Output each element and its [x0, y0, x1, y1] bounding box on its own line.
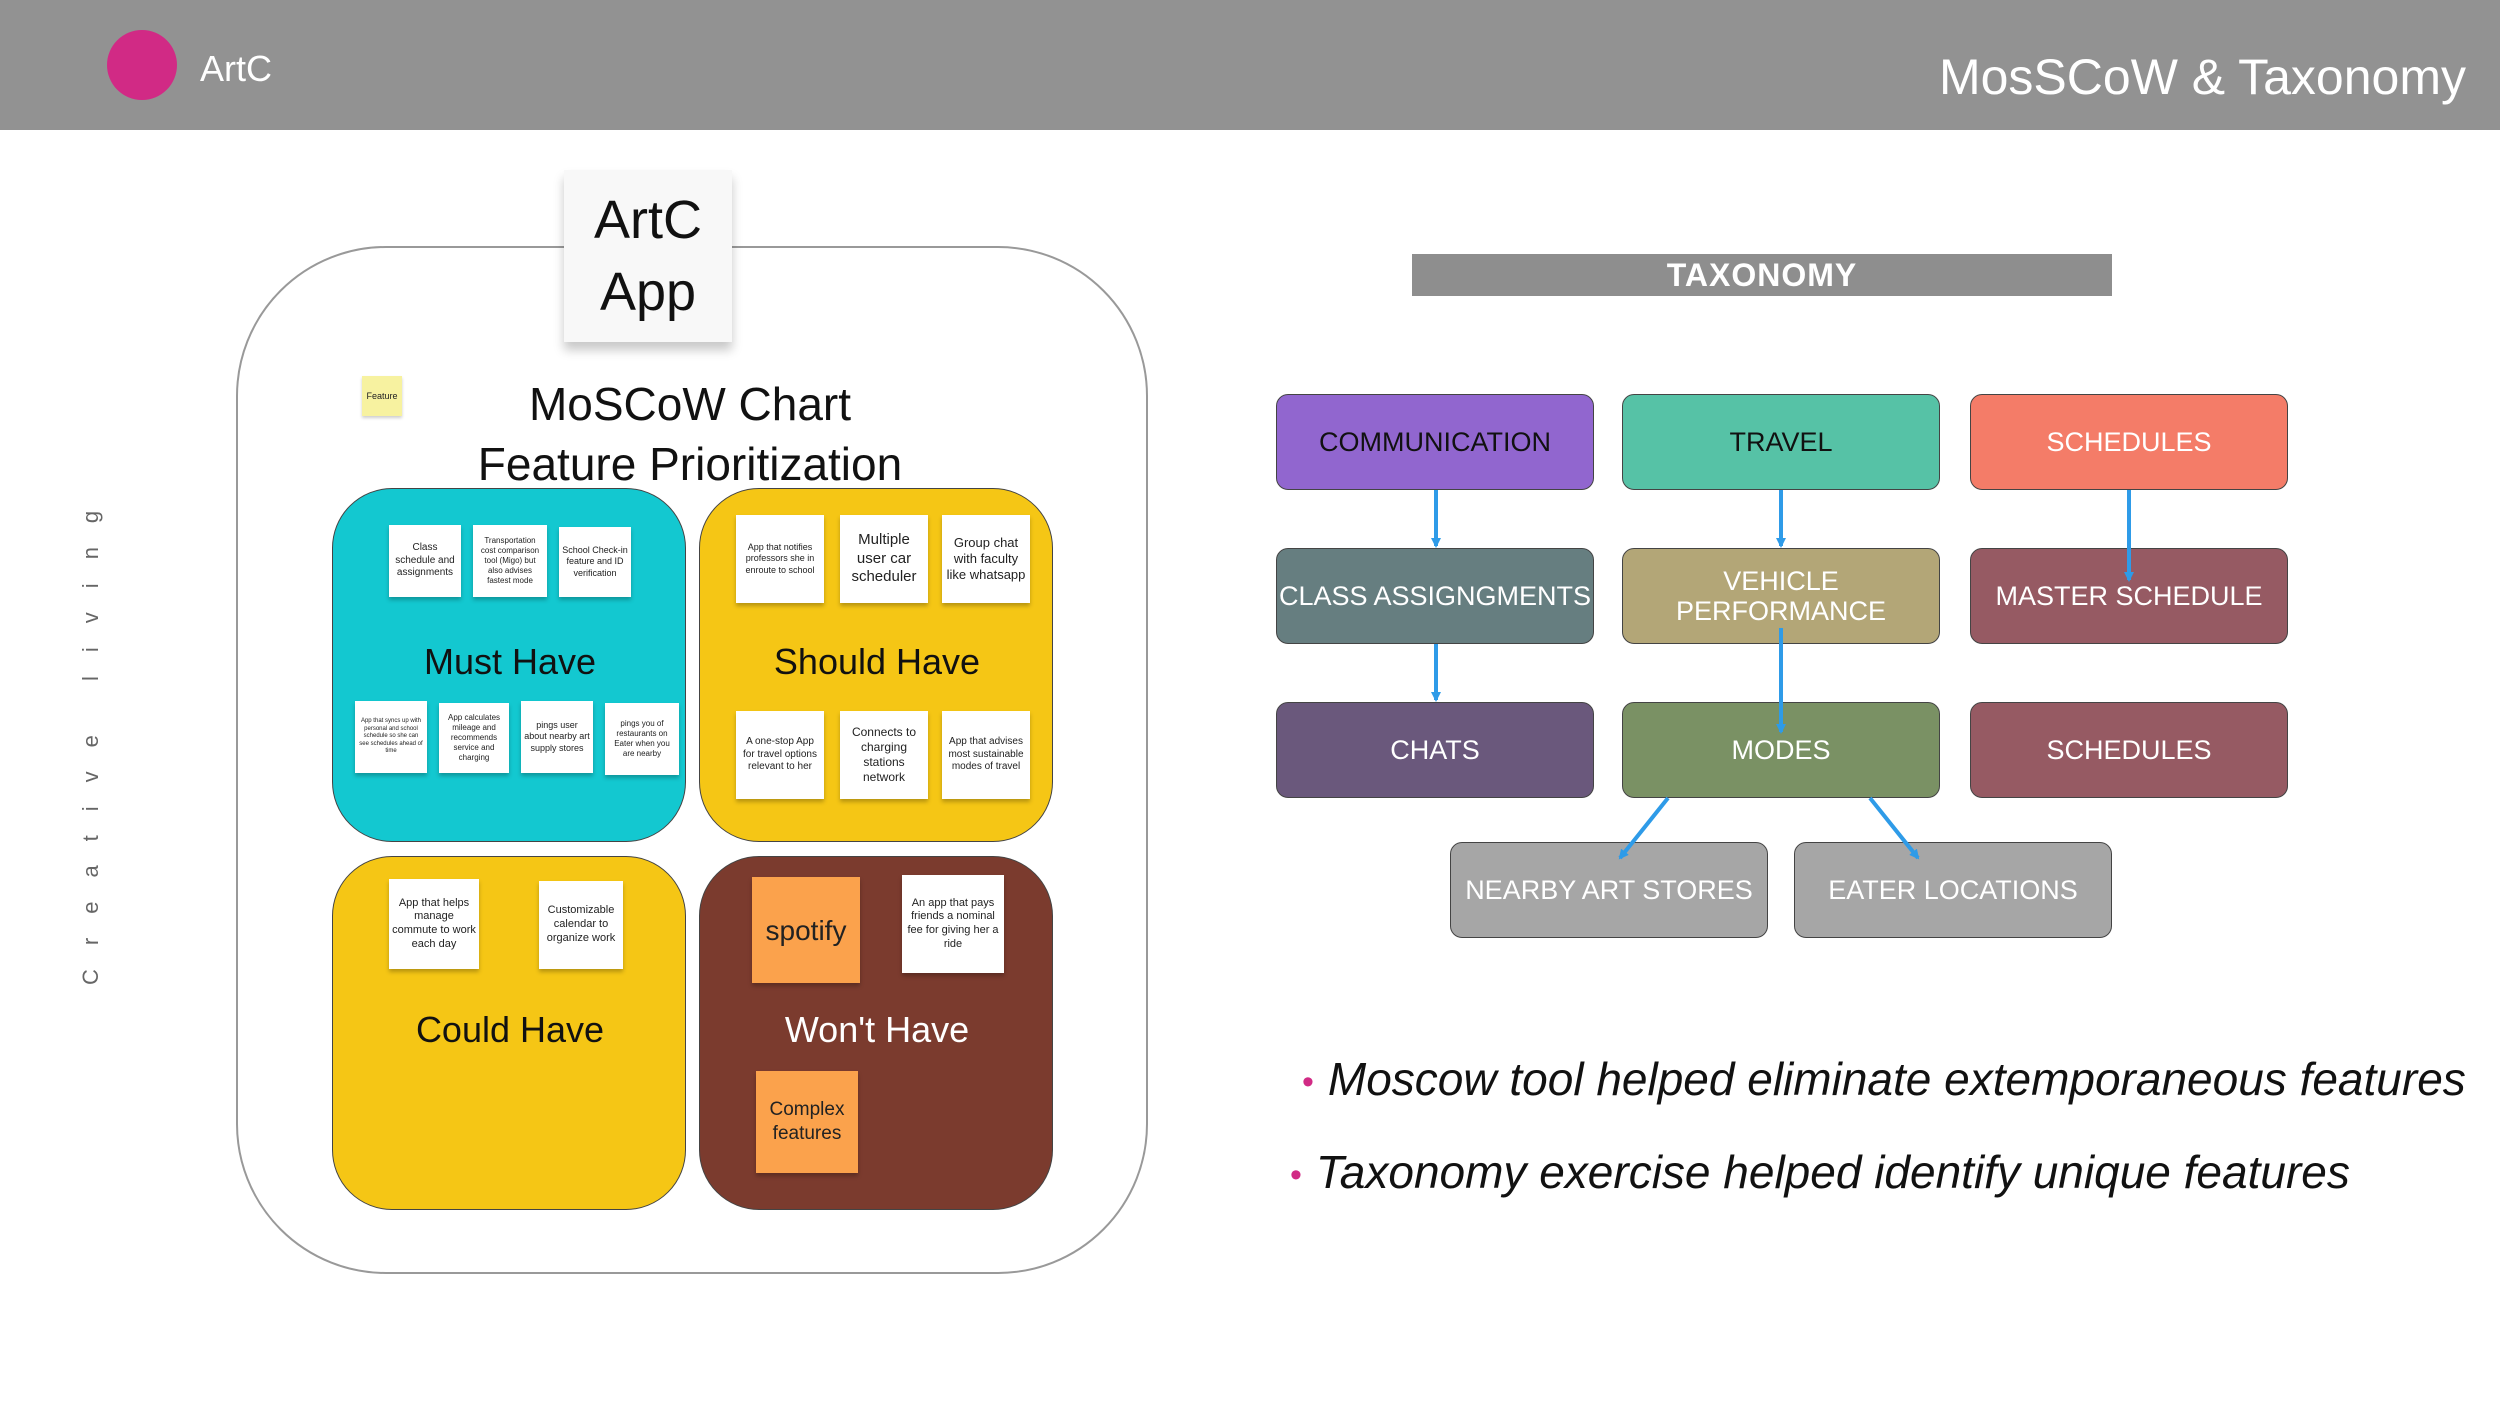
- sticky-note: pings user about nearby art supply store…: [521, 701, 593, 773]
- could-have-label: Could Have: [415, 1009, 605, 1050]
- taxonomy-communication: COMMUNICATION: [1276, 394, 1594, 490]
- brand-logo-dot: [107, 30, 177, 100]
- page-title: MosSCoW & Taxonomy: [1938, 49, 2466, 105]
- app-card-line1: ArtC: [594, 190, 702, 250]
- bullet-point: • Taxonomy exercise helped identify uniqu…: [1290, 1145, 2350, 1199]
- taxonomy-vehicle-performance: VEHICLE PERFORMANCE: [1622, 548, 1940, 644]
- quadrant-should-have: App that notifies professors she in enro…: [699, 488, 1053, 842]
- bullet-text: Moscow tool helped eliminate extemporane…: [1327, 1053, 2466, 1105]
- sticky-note: Multiple user car scheduler: [840, 515, 928, 603]
- moscow-chart-title: MoSCoW Chart Feature Prioritization: [460, 374, 920, 494]
- brand-name: ArtC: [200, 48, 272, 89]
- sticky-note: A one-stop App for travel options releva…: [736, 711, 824, 799]
- top-bar: ArtC MosSCoW & Taxonomy: [0, 0, 2500, 130]
- sticky-note: Connects to charging stations network: [840, 711, 928, 799]
- feature-legend-note: Feature: [362, 376, 402, 416]
- wont-have-label: Won't Have: [784, 1009, 970, 1050]
- connector-modes-eater: [1868, 796, 1920, 860]
- quadrant-could-have: App that helps manage commute to work ea…: [332, 856, 686, 1210]
- sticky-note: App that notifies professors she in enro…: [736, 515, 824, 603]
- bullet-point: • Moscow tool helped eliminate extemporan…: [1302, 1052, 2466, 1106]
- app-card-line2: App: [599, 262, 697, 322]
- sticky-note: Class schedule and assignments: [389, 525, 461, 597]
- sticky-note: spotify: [752, 877, 860, 983]
- quadrant-wont-have: spotify An app that pays friends a nomin…: [699, 856, 1053, 1210]
- taxonomy-schedules-bottom: SCHEDULES: [1970, 702, 2288, 798]
- should-have-label: Should Have: [773, 641, 981, 682]
- sticky-note: Transportation cost comparison tool (Mig…: [473, 525, 547, 597]
- taxonomy-nearby-art-stores: NEARBY ART STORES: [1450, 842, 1768, 938]
- chart-title-line1: MoSCoW Chart: [528, 378, 852, 430]
- sticky-note: App calculates mileage and recommends se…: [439, 703, 509, 773]
- sticky-note: App that helps manage commute to work ea…: [389, 879, 479, 969]
- bullet-text: Taxonomy exercise helped identify unique…: [1315, 1146, 2350, 1198]
- taxonomy-eater-locations: EATER LOCATIONS: [1794, 842, 2112, 938]
- sticky-note: An app that pays friends a nominal fee f…: [902, 875, 1004, 973]
- app-title-card: ArtC App: [564, 170, 732, 342]
- sticky-note: Group chat with faculty like whatsapp: [942, 515, 1030, 603]
- connector-modes-art-stores: [1618, 796, 1670, 860]
- taxonomy-class-assignments: CLASS ASSIGNGMENTS: [1276, 548, 1594, 644]
- bullet-dot-icon: •: [1302, 1063, 1314, 1102]
- sticky-note: App that syncs up with personal and scho…: [355, 701, 427, 773]
- taxonomy-travel: TRAVEL: [1622, 394, 1940, 490]
- sticky-note: Customizable calendar to organize work: [539, 881, 623, 969]
- sticky-note: pings you of restaurants on Eater when y…: [605, 703, 679, 775]
- chart-title-line2: Feature Prioritization: [477, 438, 903, 490]
- sticky-note: App that advises most sustainable modes …: [942, 711, 1030, 799]
- taxonomy-title: TAXONOMY: [1412, 254, 2112, 296]
- taxonomy-chats: CHATS: [1276, 702, 1594, 798]
- taxonomy-schedules-top: SCHEDULES: [1970, 394, 2288, 490]
- sticky-note: Complex features: [756, 1071, 858, 1173]
- bullet-dot-icon: •: [1290, 1156, 1302, 1195]
- must-have-label: Must Have: [423, 641, 597, 682]
- quadrant-must-have: Class schedule and assignments Transport…: [332, 488, 686, 842]
- sticky-note: School Check-in feature and ID verificat…: [559, 527, 631, 597]
